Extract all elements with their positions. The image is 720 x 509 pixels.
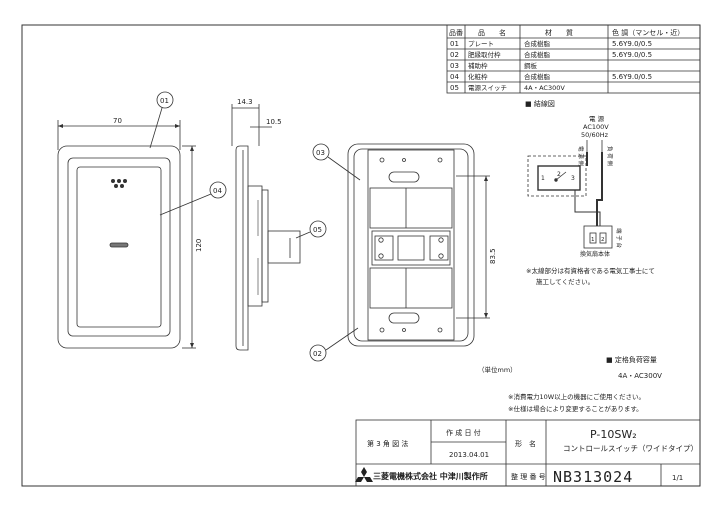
- model-number: P-10SW₂: [590, 428, 637, 441]
- parts-header-name: 品 名: [478, 28, 506, 37]
- terminal-num: 1: [591, 237, 595, 243]
- parts-row-name: プレート: [468, 40, 494, 48]
- switch-terminal: 1: [541, 175, 545, 182]
- parts-header-material: 材 質: [545, 28, 573, 37]
- parts-row-name: 化粧枠: [468, 72, 488, 81]
- note-spec: ※仕様は場合により変更することがあります。: [508, 404, 643, 413]
- switch-terminal: 3: [571, 175, 575, 182]
- callout-03: 03: [316, 149, 325, 157]
- side-view: 14.3 10.5 05: [231, 98, 327, 351]
- note-power: ※消費電力10W以上の機器にご使用ください。: [508, 392, 645, 401]
- rating-title: ■ 定格負荷容量: [606, 355, 657, 364]
- sheet-number: 1/1: [672, 474, 683, 482]
- creation-date: 2013.04.01: [449, 451, 489, 459]
- terminal-block-label: 端 子 台: [615, 228, 623, 248]
- parts-row-no: 03: [450, 62, 459, 70]
- parts-row-material: 合成樹脂: [524, 39, 551, 48]
- model-description: コントロールスイッチ（ワイドタイプ）: [563, 444, 698, 453]
- terminal-num: 2: [601, 237, 605, 243]
- parts-row-no: 05: [450, 84, 459, 92]
- drawing-number-label: 整 理 番 号: [511, 472, 546, 481]
- parts-row-no: 02: [450, 51, 459, 59]
- front-view: 70 120 01 04: [57, 91, 227, 349]
- power-label: 電 源: [589, 114, 605, 123]
- parts-row-color: 5.6Y9.0/0.5: [612, 73, 652, 81]
- dim-depth: 14.3: [237, 98, 253, 106]
- callout-04: 04: [213, 187, 222, 195]
- parts-table: 品番 品 名 材 質 色 調（マンセル・近） 01 プレート 合成樹脂 5.6Y…: [446, 24, 701, 94]
- dim-protrusion: 10.5: [266, 118, 282, 126]
- parts-row-material: 4A・AC300V: [524, 84, 565, 92]
- parts-row-color: 5.6Y9.0/0.5: [612, 51, 652, 59]
- parts-row-name: 肥縁取付枠: [468, 50, 501, 59]
- parts-row-material: 合成樹脂: [524, 50, 551, 59]
- mitsubishi-logo-icon: [355, 467, 373, 482]
- callout-05: 05: [313, 226, 322, 234]
- back-view: 83.5 03 02: [309, 143, 497, 362]
- parts-row-no: 04: [450, 73, 459, 81]
- power-voltage: AC100V: [583, 123, 609, 131]
- unit-note: （単位mm）: [478, 365, 517, 374]
- date-label: 作 成 日 付: [446, 428, 481, 437]
- parts-row-material: 鋼板: [524, 61, 538, 70]
- dim-height: 120: [195, 239, 203, 252]
- parts-row-no: 01: [450, 40, 459, 48]
- parts-row-color: 5.6Y9.0/0.5: [612, 40, 652, 48]
- load-side-label: 負 荷 側: [606, 146, 614, 166]
- fan-body-label: 換気扇本体: [580, 250, 610, 258]
- parts-header-no: 品番: [449, 29, 463, 37]
- dim-width: 70: [113, 117, 122, 125]
- parts-row-material: 合成樹脂: [524, 72, 551, 81]
- drawing-number: NB313024: [553, 468, 633, 486]
- projection-method: 第 3 角 図 法: [367, 439, 408, 448]
- switch-terminal: 2: [557, 171, 561, 178]
- rating-value: 4A・AC300V: [618, 372, 662, 380]
- wiring-note-2: 施工してください。: [536, 277, 594, 286]
- power-frequency: 50/60Hz: [581, 131, 609, 139]
- callout-01: 01: [160, 97, 169, 105]
- wiring-diagram: ■ 結線図 電 源 AC100V 50/60Hz 電 源 側 負 荷 側 1 2…: [525, 99, 655, 286]
- callout-02: 02: [313, 350, 322, 358]
- company-name: 三菱電機株式会社 中津川製作所: [373, 471, 488, 481]
- title-block: 第 3 角 図 法 作 成 日 付 2013.04.01 形 名 P-10SW₂…: [355, 419, 701, 487]
- model-label: 形 名: [515, 439, 536, 448]
- indicator-lamp: [109, 242, 129, 248]
- parts-row-name: 補助枠: [468, 61, 488, 70]
- wiring-title: ■ 結線図: [525, 99, 555, 108]
- parts-row-name: 電源スイッチ: [468, 83, 507, 92]
- parts-header-color: 色 調（マンセル・近）: [612, 28, 684, 37]
- wiring-note-1: ※太線部分は有資格者である電気工事士にて: [526, 266, 655, 275]
- dim-mount-pitch: 83.5: [489, 248, 497, 264]
